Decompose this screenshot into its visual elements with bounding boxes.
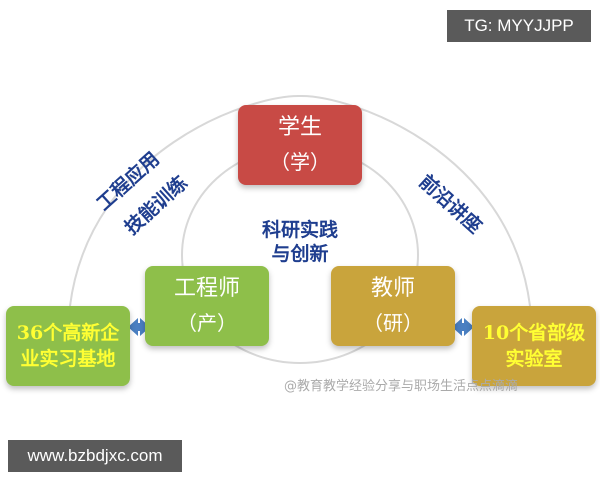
label-research: 科研实践 与创新 (252, 218, 348, 266)
label-research-line2: 与创新 (271, 243, 329, 265)
teacher-sub: （研） (363, 311, 423, 335)
student-node: 学生 （学） (238, 105, 362, 185)
student-sub: （学） (270, 150, 330, 174)
lab-node: 10个省部级 实验室 (472, 306, 596, 386)
lab-line1: 10个省部级 (482, 322, 586, 344)
engineer-title: 工程师 (173, 276, 240, 301)
url-badge: www.bzbdjxc.com (8, 440, 182, 472)
internship-base-node: 36个高新企 业实习基地 (6, 306, 130, 386)
lab-line2: 实验室 (505, 348, 563, 370)
tg-badge: TG: MYYJJPP (447, 10, 591, 42)
engineer-node: 工程师 （产） (145, 266, 269, 346)
left-double-arrow (128, 318, 150, 336)
base-line2: 业实习基地 (20, 348, 116, 370)
right-double-arrow (452, 318, 474, 336)
teacher-title: 教师 (370, 276, 415, 301)
student-title: 学生 (277, 115, 322, 140)
engineer-sub: （产） (177, 311, 237, 335)
watermark-text: @教育教学经验分享与职场生活点点滴滴 (284, 379, 519, 394)
outer-arc (69, 94, 531, 307)
base-line1: 36个高新企 (16, 322, 120, 344)
label-research-line1: 科研实践 (261, 219, 338, 241)
teacher-node: 教师 （研） (331, 266, 455, 346)
